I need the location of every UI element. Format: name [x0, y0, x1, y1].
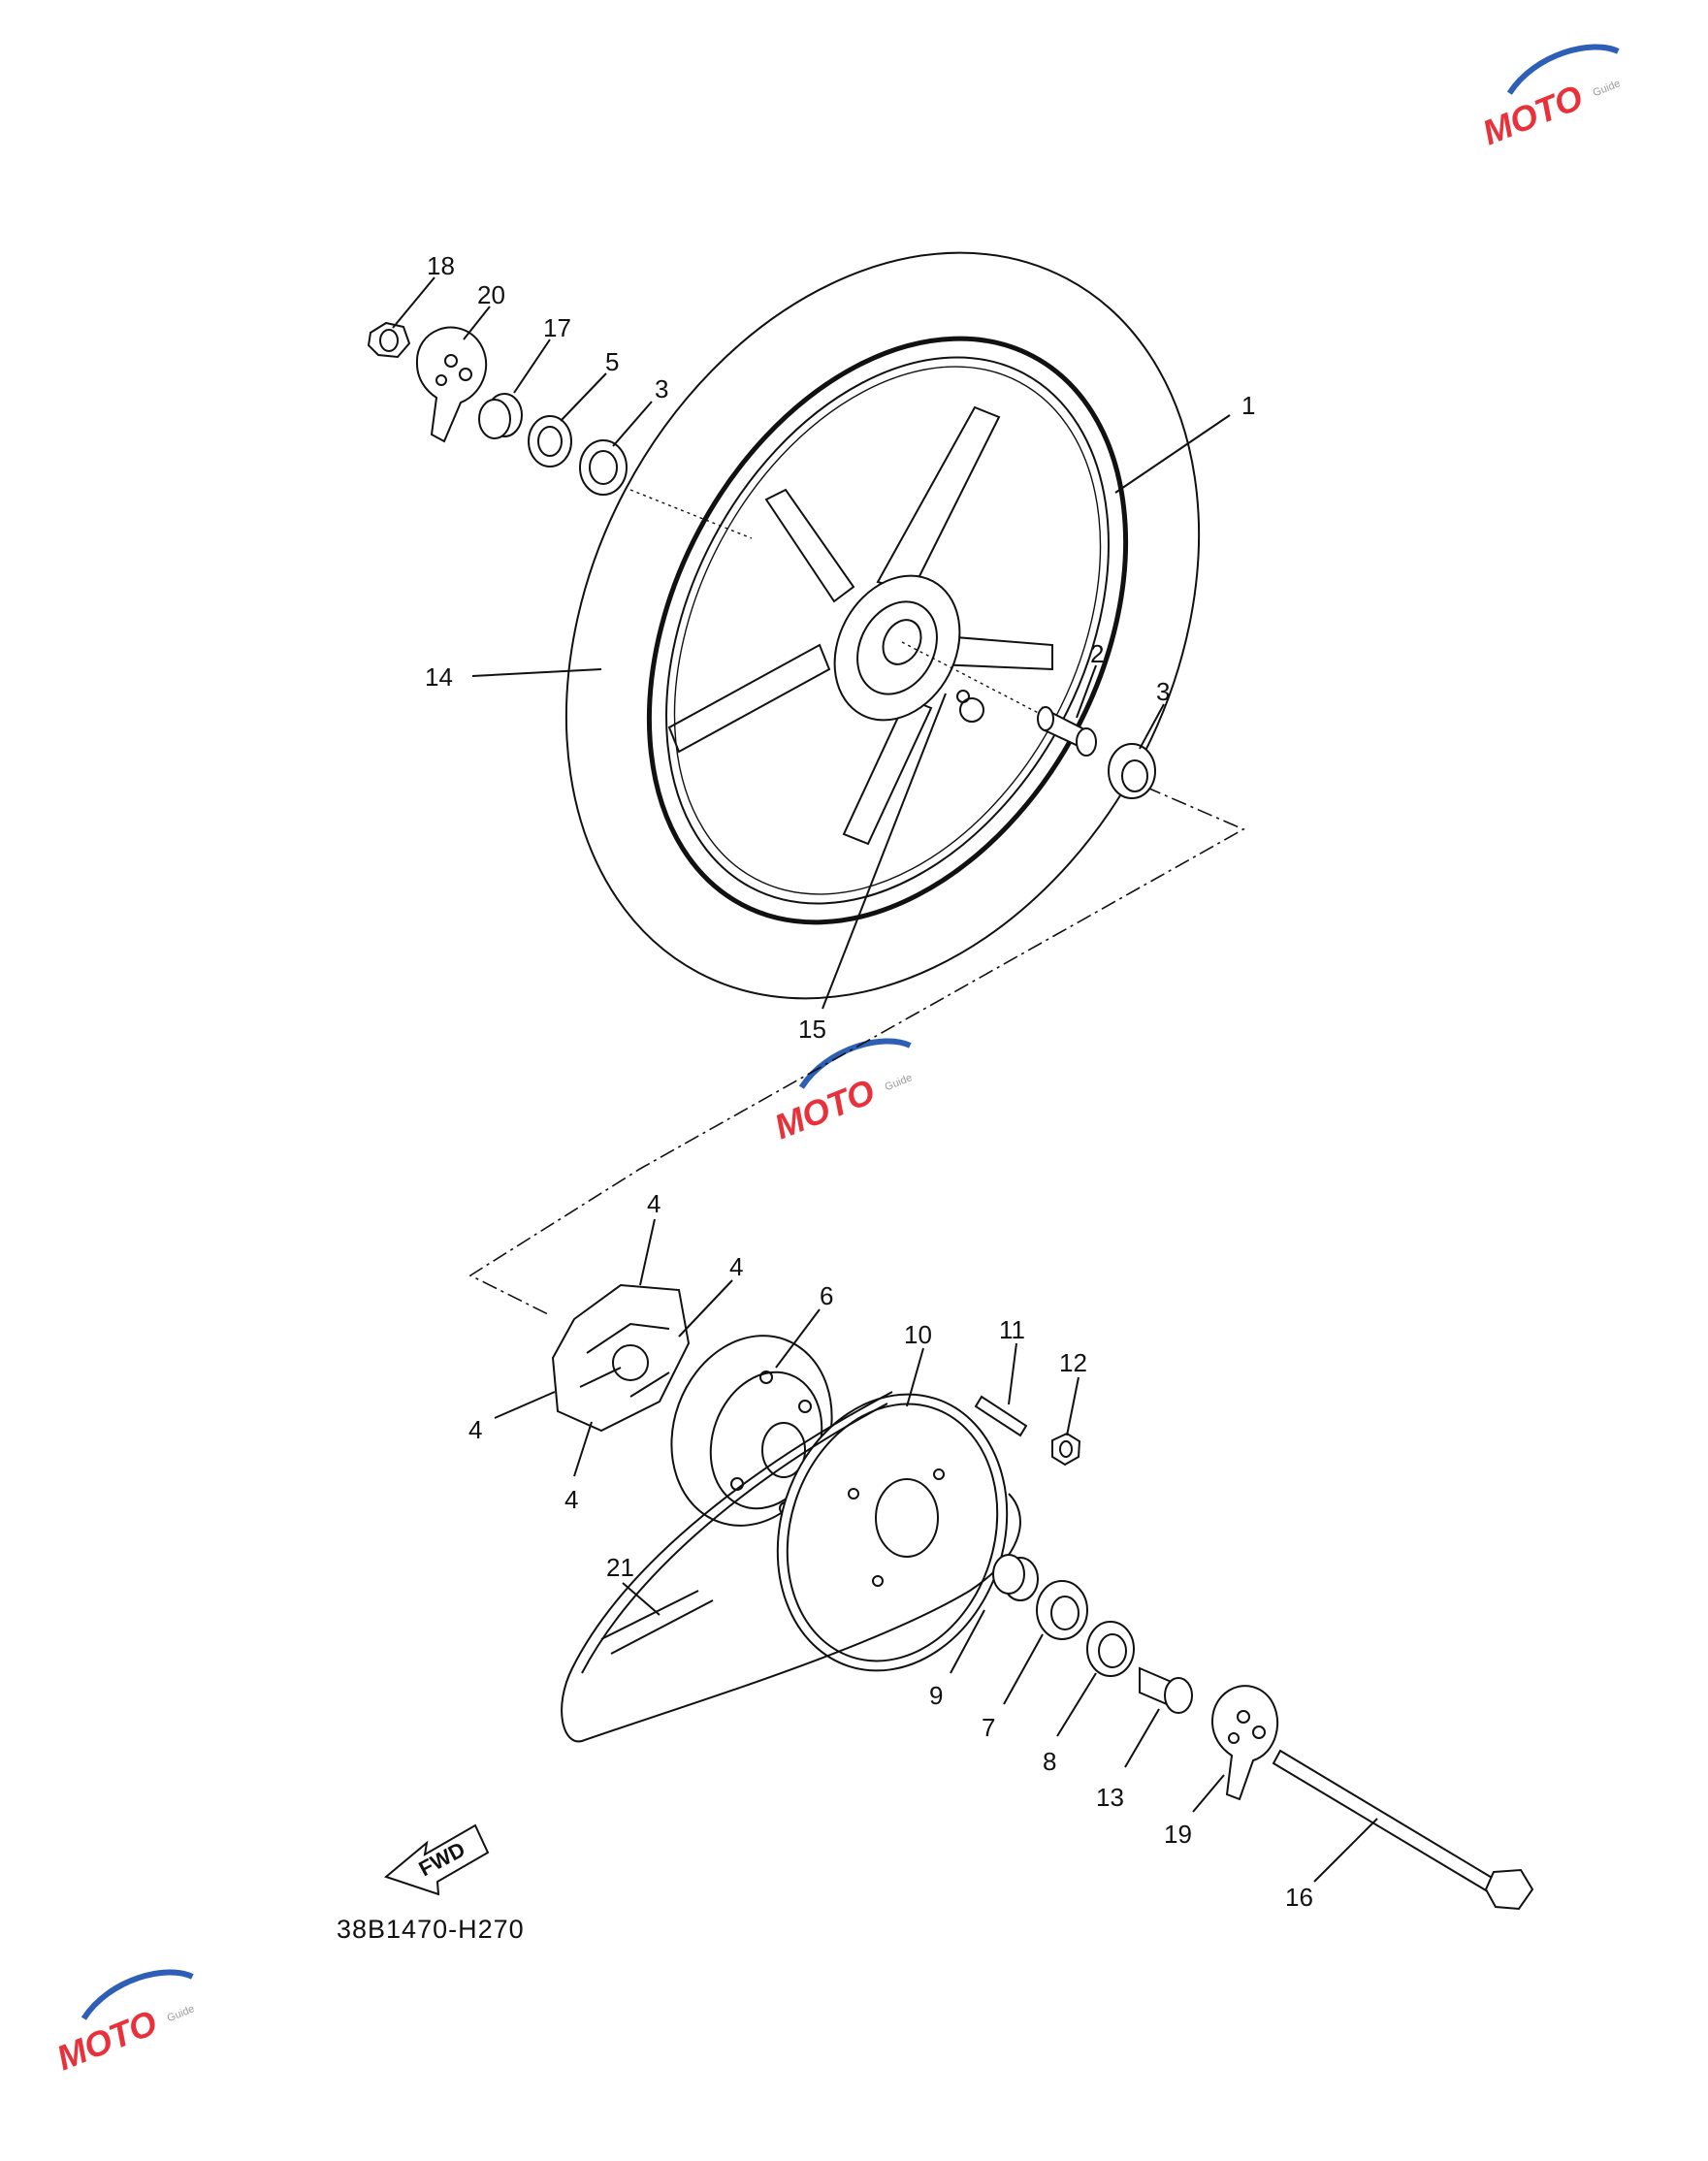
callout-11: 11 [999, 1315, 1025, 1344]
callout-4-top: 4 [647, 1189, 661, 1218]
callout-18: 18 [427, 251, 455, 280]
callout-12: 12 [1059, 1348, 1087, 1377]
callout-8: 8 [1043, 1747, 1056, 1776]
callout-7: 7 [982, 1713, 995, 1742]
part-20-adjuster-plate [415, 326, 487, 443]
callout-15: 15 [798, 1015, 826, 1044]
callout-4-left: 4 [468, 1415, 482, 1444]
part-3-bearing-right [1108, 743, 1156, 799]
callout-20: 20 [477, 280, 505, 309]
svg-text:Guide: Guide [166, 2003, 197, 2024]
part-4-damper-set [551, 1283, 691, 1433]
svg-text:MOTO: MOTO [769, 1071, 881, 1146]
callout-10: 10 [904, 1320, 932, 1349]
drawing-code: 38B1470-H270 [337, 1915, 525, 1944]
svg-text:Guide: Guide [884, 1072, 915, 1093]
callout-9: 9 [929, 1681, 943, 1710]
part-9-collar [992, 1554, 1039, 1601]
callout-2: 2 [1090, 639, 1104, 668]
part-13-collar [1139, 1666, 1193, 1714]
svg-text:Guide: Guide [1592, 78, 1623, 99]
callout-21: 21 [606, 1553, 634, 1582]
callout-5: 5 [605, 347, 619, 376]
part-12-nut [1051, 1432, 1081, 1467]
assembly-line-main [468, 775, 1245, 1315]
part-16-axle-bolt [1272, 1749, 1534, 1911]
svg-text:MOTO: MOTO [1477, 77, 1589, 152]
alignment-line-upper [629, 489, 753, 539]
part-21-drive-chain [561, 1391, 1021, 1743]
leader-lines [392, 276, 1378, 1883]
callout-16: 16 [1285, 1883, 1313, 1912]
callout-4-bottom: 4 [564, 1485, 578, 1514]
wheel-assembly [564, 251, 1201, 1000]
part-11-stud-bolt [974, 1395, 1028, 1437]
callout-3-upper: 3 [655, 374, 668, 403]
part-3-bearing-left [579, 439, 628, 496]
callout-6: 6 [820, 1281, 833, 1310]
part-17-collar [478, 393, 523, 439]
svg-text:MOTO: MOTO [51, 2002, 163, 2078]
callout-13: 13 [1096, 1783, 1124, 1812]
callout-3-right: 3 [1156, 677, 1170, 706]
watermark-logo-bottom-left: MOTO Guide [51, 1969, 197, 2078]
part-2-spacer [1037, 706, 1097, 757]
callout-1: 1 [1241, 391, 1255, 420]
callout-17: 17 [543, 313, 571, 342]
callout-4-right: 4 [729, 1252, 743, 1281]
part-18-nut [367, 321, 411, 359]
tire-valve [956, 690, 984, 723]
forward-direction-arrow: FWD [383, 1823, 490, 1896]
part-8-oil-seal [1086, 1621, 1135, 1677]
part-19-adjuster-plate [1210, 1685, 1279, 1801]
part-7-bearing [1036, 1580, 1088, 1640]
part-5-oil-seal [528, 415, 572, 468]
watermark-logo-top-right: MOTO Guide [1477, 44, 1623, 152]
callout-14: 14 [425, 662, 453, 692]
callout-19: 19 [1164, 1820, 1192, 1849]
